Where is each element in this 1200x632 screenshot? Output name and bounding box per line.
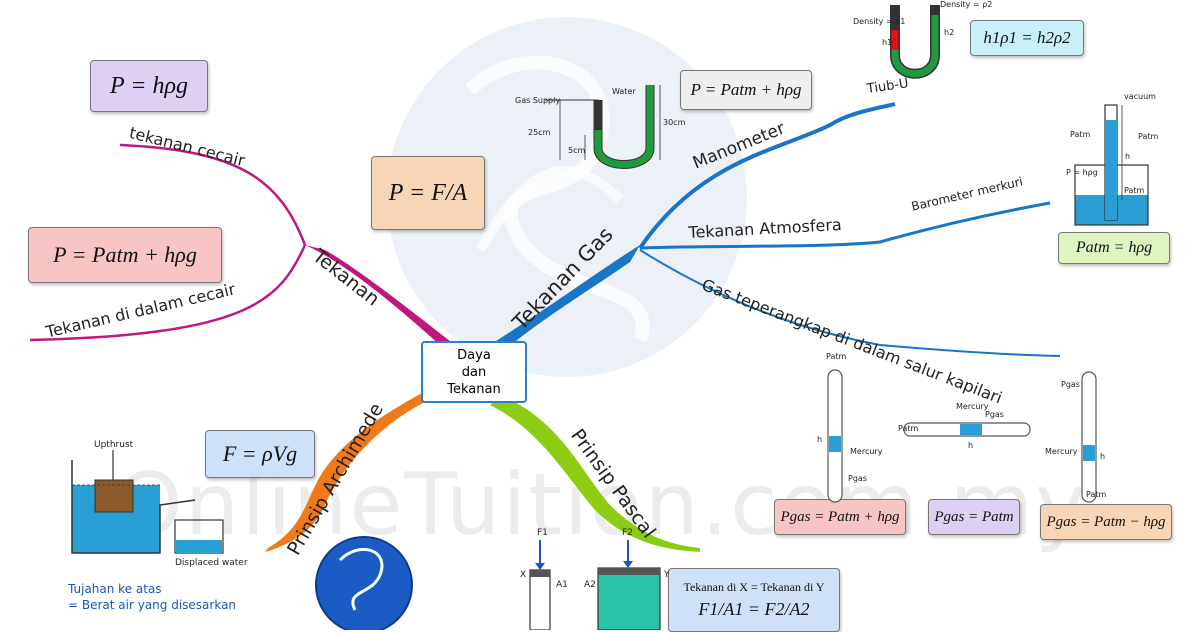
barometer-h-label: h	[1125, 152, 1131, 161]
manometer-branch	[638, 102, 896, 250]
pascal-x-label: X	[520, 570, 527, 580]
gas-supply-label: Gas Supply	[515, 96, 561, 105]
h2-label: h2	[944, 28, 955, 37]
pascal-f2-label: F2	[622, 528, 633, 538]
cap2-pgas: Pgas	[985, 410, 1004, 419]
archimedes-note-1: Tujahan ke atas	[68, 582, 162, 596]
patm-label-2: Patm	[1138, 132, 1159, 141]
formula-pgas-eq: Pgas = Patm	[928, 499, 1020, 535]
gas-terperangkap-branch	[639, 249, 1061, 357]
patm-label-3: Patm	[1124, 186, 1145, 195]
archimedes-note-2: = Berat air yang disesarkan	[68, 598, 237, 612]
h1-label: h1	[882, 38, 893, 47]
formula-manometer: P = Patm + hρg	[680, 70, 812, 110]
formula-barometer: Patm = hρg	[1058, 232, 1170, 264]
formula-p-hpg: P = hρg	[90, 60, 208, 112]
pascal-a1-label: A1	[556, 580, 568, 590]
cap2-h: h	[968, 441, 974, 450]
cm30-label: 30cm	[663, 118, 686, 127]
tekanan-branch	[305, 245, 455, 345]
formula-pgas-plus: Pgas = Patm + hρg	[774, 499, 906, 535]
cap1-patm: Patm	[826, 352, 847, 361]
formula-u-tube: h1ρ1 = h2ρ2	[970, 20, 1084, 56]
archimede-branch	[265, 390, 440, 552]
density2-label: Density = ρ2	[940, 0, 993, 9]
water-label: Water	[612, 87, 636, 96]
tekanan-cecair-branch	[119, 143, 307, 246]
patm-label-1: Patm	[1070, 130, 1091, 139]
pascal-y-label: Y	[664, 570, 670, 580]
tekanan-gas-branch	[490, 245, 640, 350]
center-line-3: Tekanan	[447, 381, 501, 397]
cap1-mercury: Mercury	[850, 447, 883, 456]
pascal-a2-label: A2	[584, 580, 596, 590]
formula-p-f-a: P = F/A	[371, 156, 485, 230]
displaced-water-label: Displaced water	[175, 558, 248, 568]
p-hpg-small-label: P = hρg	[1066, 168, 1098, 177]
atmosfera-branch	[639, 201, 1051, 250]
cap3-patm: Patm	[1086, 490, 1107, 499]
cap1-pgas: Pgas	[848, 474, 867, 483]
cap1-h: h	[817, 435, 823, 444]
formula-pgas-minus: Pgas = Patm − hρg	[1040, 504, 1172, 540]
cm5-label: 5cm	[568, 146, 586, 155]
cap3-pgas: Pgas	[1061, 380, 1080, 389]
cap3-h: h	[1100, 452, 1106, 461]
density1-label: Density = ρ1	[853, 17, 906, 26]
pascal-branch	[490, 395, 700, 552]
upthrust-label: Upthrust	[94, 440, 134, 450]
cm25-label: 25cm	[528, 128, 551, 137]
tekanan-dalam-cecair-branch	[29, 244, 307, 342]
cap2-patm: Patm	[898, 424, 919, 433]
center-line-2: dan	[461, 364, 487, 380]
cap3-mercury: Mercury	[1045, 447, 1078, 456]
pascal-caption: Tekanan di X = Tekanan di Y	[683, 580, 825, 594]
pascal-formula-box: Tekanan di X = Tekanan di Y F1/A1 = F2/A…	[668, 568, 840, 632]
pascal-f1-label: F1	[537, 528, 548, 538]
center-node: Daya dan Tekanan	[421, 341, 527, 403]
vacuum-label: vacuum	[1124, 92, 1156, 101]
cap2-mercury: Mercury	[956, 402, 989, 411]
pascal-formula: F1/A1 = F2/A2	[698, 599, 810, 619]
formula-f-pvg: F = ρVg	[205, 430, 315, 478]
formula-p-patm-hpg: P = Patm + hρg	[28, 227, 222, 283]
center-line-1: Daya	[457, 347, 491, 363]
